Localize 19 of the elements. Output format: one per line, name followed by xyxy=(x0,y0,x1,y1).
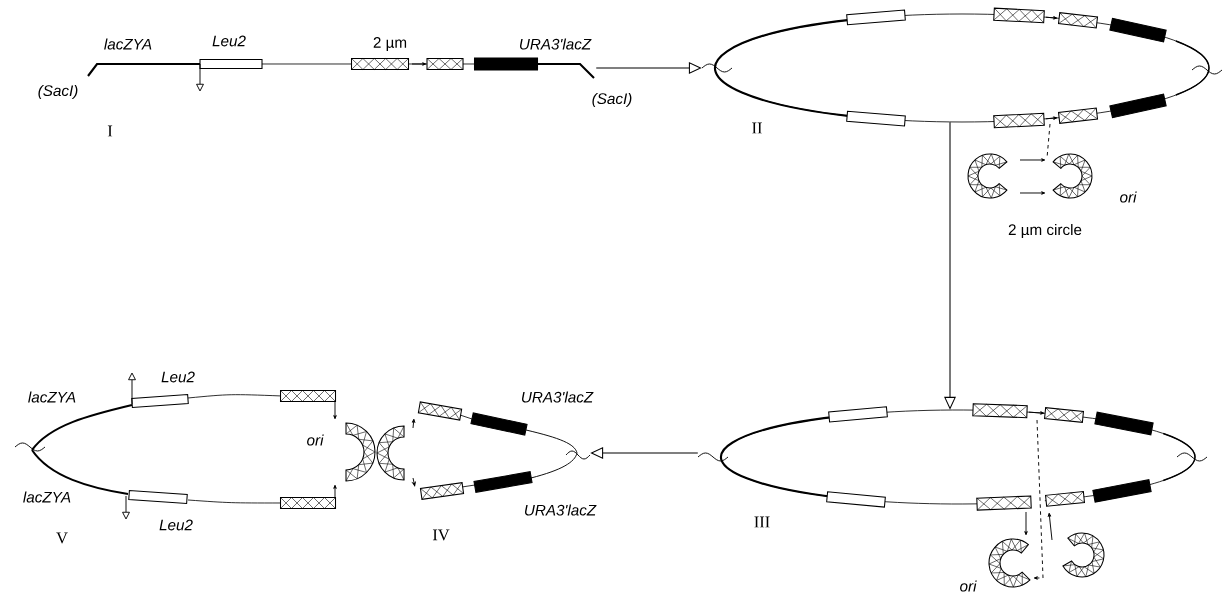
site-label: (SacI) xyxy=(38,84,78,100)
ori-label: ori xyxy=(307,434,324,446)
dna-construct-drawing xyxy=(87,57,595,79)
gene-label: URA3'lacZ xyxy=(522,391,594,403)
gene-label: lacZYA xyxy=(28,391,76,403)
ori-label: ori xyxy=(1120,191,1137,203)
element-label: 2 µm circle xyxy=(1008,223,1082,239)
site-label: (SacI) xyxy=(592,92,632,108)
plasmid-fragment-drawing xyxy=(14,389,376,509)
plasmid-fragment-drawing xyxy=(376,401,591,500)
arrow xyxy=(595,62,702,74)
ori-label: ori xyxy=(960,580,977,592)
stage-numeral: V xyxy=(56,532,68,544)
stage-numeral: III xyxy=(754,516,770,528)
gene-label: lacZYA xyxy=(23,491,71,503)
plasmid-drawing xyxy=(697,403,1208,511)
stage-numeral: I xyxy=(107,125,113,137)
stage-numeral: IV xyxy=(432,529,450,541)
stage-numeral: II xyxy=(752,122,762,134)
